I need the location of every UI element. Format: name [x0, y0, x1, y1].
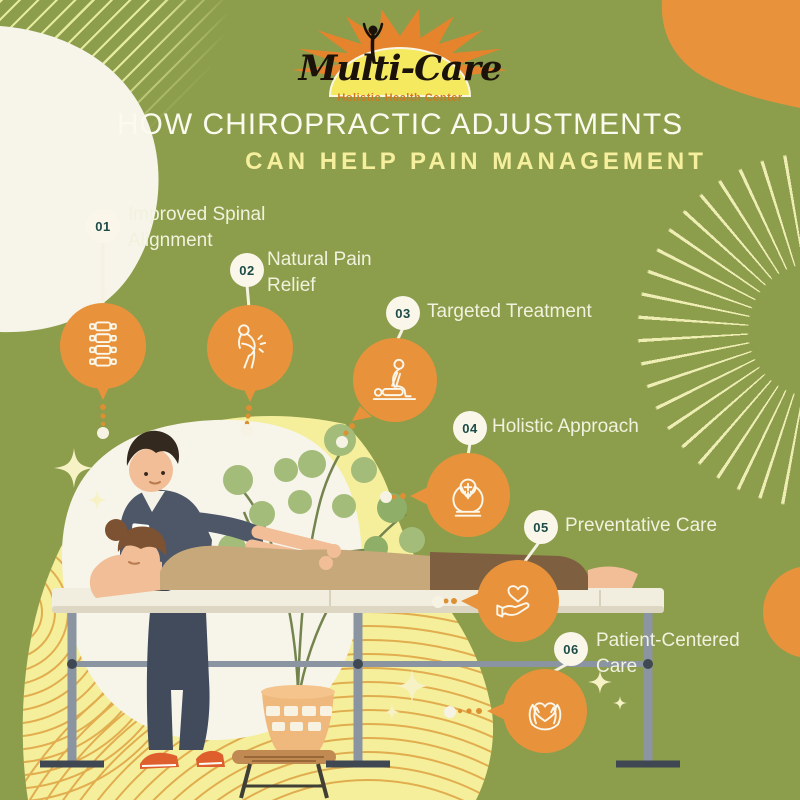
step-number-badge: 03 [386, 296, 420, 330]
spine-icon [60, 303, 146, 389]
step-label: Holistic Approach [492, 416, 639, 437]
therapist-head [129, 448, 173, 492]
step-number-badge: 06 [554, 632, 588, 666]
yellow-blob [22, 415, 494, 800]
step-label: Patient-Centered Care [596, 630, 740, 677]
step-number-badge: 04 [453, 411, 487, 445]
pillow [110, 576, 174, 591]
step-number-badge: 02 [230, 253, 264, 287]
therapist-torso [119, 489, 212, 610]
plant-pot [262, 692, 334, 754]
therapist-shoe [140, 752, 179, 769]
dancing-figure-icon [362, 22, 384, 64]
step-number-badge: 05 [524, 510, 558, 544]
title-line2: CAN HELP PAIN MANAGEMENT [245, 148, 707, 175]
hand-offering-heart-icon [477, 560, 559, 642]
patient-arms [89, 554, 162, 598]
sunburst-lines-decor [615, 130, 800, 530]
stool [232, 750, 336, 799]
step-label: Preventative Care [565, 515, 718, 536]
therapist-hair [126, 430, 180, 466]
therapist-legs [146, 612, 210, 750]
hands-cupping-heart-icon [503, 669, 587, 753]
patient-torso [160, 545, 432, 590]
step-label: Improved Spinal Alignment [128, 204, 266, 251]
patient-feet [588, 566, 638, 588]
hands-holding-health-icon [426, 453, 510, 537]
table-top [52, 588, 664, 612]
bubble-tails [95, 383, 505, 720]
logo: Multi-Care Holistic Health Center [280, 4, 520, 108]
white-blob [61, 419, 363, 741]
back-pain-icon [207, 305, 293, 391]
therapist-shoe [196, 750, 225, 767]
patient-head [120, 540, 160, 580]
step-label: Natural Pain Relief [267, 249, 372, 296]
sun-logo-icon [292, 8, 508, 97]
patient-hair [117, 526, 167, 556]
orange-blob-decor [661, 0, 800, 108]
massage-treatment-icon [353, 338, 437, 422]
step-label: Targeted Treatment [427, 301, 592, 322]
plant-illustration [218, 424, 425, 799]
title-line1: HOW CHIROPRACTIC ADJUSTMENTS [116, 108, 684, 141]
brand-name: Multi-Care [298, 48, 503, 89]
brand-tagline: Holistic Health Center [337, 92, 463, 104]
step-number-badge: 01 [86, 209, 120, 243]
